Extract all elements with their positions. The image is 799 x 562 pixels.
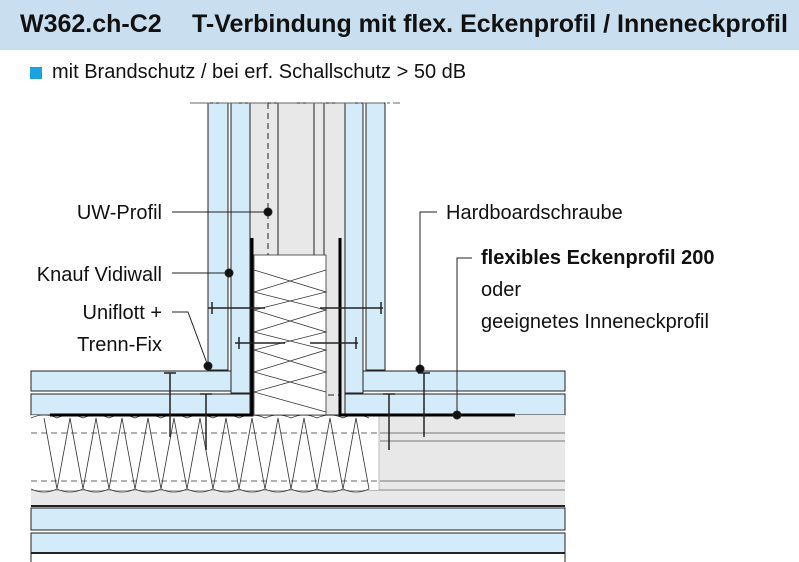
subtitle: mit Brandschutz / bei erf. Schallschutz … (30, 61, 466, 84)
drawing-code: W362.ch-C2 (20, 10, 162, 38)
title-bar: W362.ch-C2 T-Verbindung mit flex. Eckenp… (0, 0, 799, 50)
drawing-title: T-Verbindung mit flex. Eckenprofil / Inn… (192, 10, 788, 38)
insulation-main (30, 414, 380, 493)
leader-lines (172, 207, 472, 420)
label-trenn-fix: Trenn-Fix (77, 334, 162, 356)
label-uw-profil: UW-Profil (77, 202, 162, 224)
label-inneneckprofil: geeignetes Inneneckprofil (481, 311, 709, 333)
label-hardboardschraube: Hardboardschraube (446, 202, 623, 224)
bullet-square-icon (30, 66, 42, 79)
label-uniflott: Uniflott + (83, 302, 162, 324)
label-eckenprofil: flexibles Eckenprofil 200 (481, 247, 714, 269)
subtitle-text: mit Brandschutz / bei erf. Schallschutz … (52, 61, 467, 83)
label-vidiwall: Knauf Vidiwall (37, 264, 162, 286)
insulation-stud (252, 254, 328, 416)
label-oder: oder (481, 279, 521, 301)
screws (164, 302, 430, 450)
